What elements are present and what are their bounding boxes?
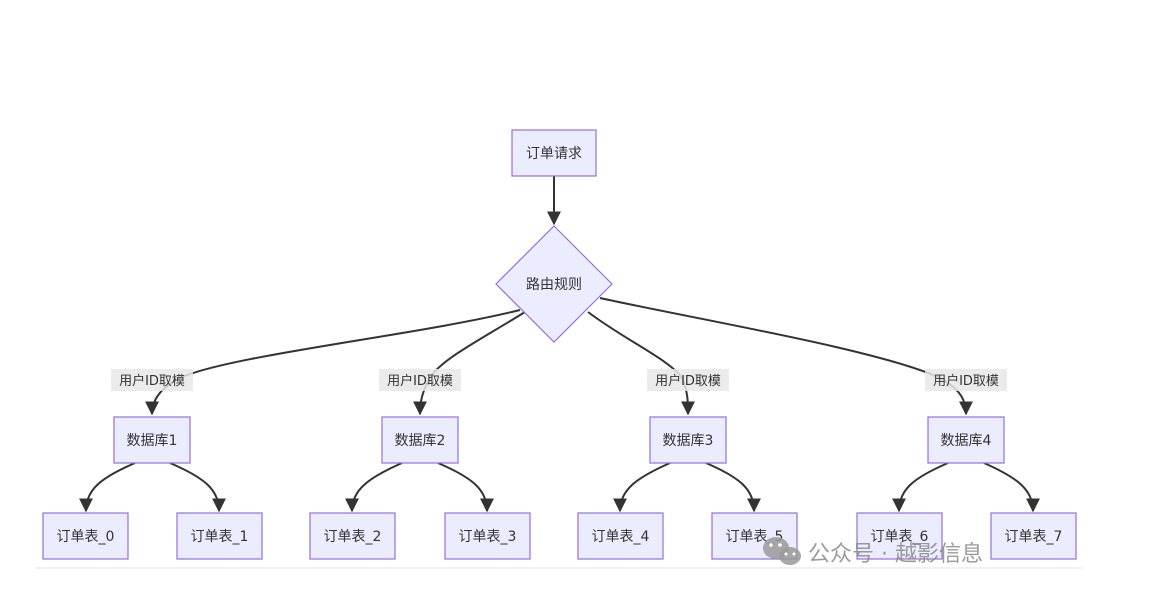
edge-label-db2-text: 用户ID取模 bbox=[387, 373, 453, 389]
node-table-2: 订单表_2 bbox=[309, 512, 396, 560]
edge-label-db4-text: 用户ID取模 bbox=[933, 373, 999, 389]
node-table-5: 订单表_5 bbox=[711, 512, 798, 560]
node-table-0-label: 订单表_0 bbox=[57, 529, 115, 545]
edge-db4-to-t6 bbox=[892, 462, 949, 513]
edge-label-db3: 用户ID取模 bbox=[647, 369, 729, 391]
node-table-6: 订单表_6 bbox=[856, 512, 943, 560]
edge-db4-to-t7 bbox=[983, 462, 1040, 513]
watermark: 公众号 · 越影信息 bbox=[763, 537, 983, 567]
node-table-3: 订单表_3 bbox=[444, 512, 531, 560]
node-table-4-label: 订单表_4 bbox=[592, 529, 650, 545]
node-db4: 数据库4 bbox=[927, 416, 1005, 464]
node-table-4: 订单表_4 bbox=[577, 512, 664, 560]
node-routing-rule: 路由规则 bbox=[495, 225, 613, 343]
node-db3-label: 数据库3 bbox=[663, 433, 714, 449]
node-db1: 数据库1 bbox=[113, 416, 191, 464]
node-table-6-label: 订单表_6 bbox=[871, 529, 929, 545]
nodes: 订单请求 路由规则 数据库1 数据库2 数据库3 数据库4 订单表_0 bbox=[42, 129, 1077, 560]
edge-routing-to-db1 bbox=[145, 309, 521, 416]
edge-routing-to-db3 bbox=[587, 311, 695, 416]
edge-label-db2: 用户ID取模 bbox=[379, 369, 461, 391]
edge-db2-to-t2 bbox=[345, 462, 403, 513]
edge-label-db3-text: 用户ID取模 bbox=[655, 373, 721, 389]
node-table-1: 订单表_1 bbox=[176, 512, 263, 560]
node-db2: 数据库2 bbox=[381, 416, 459, 464]
edge-db3-to-t5 bbox=[705, 462, 761, 513]
edge-db2-to-t3 bbox=[437, 462, 494, 513]
node-db2-label: 数据库2 bbox=[395, 433, 446, 449]
edge-db3-to-t4 bbox=[613, 462, 671, 513]
node-table-7: 订单表_7 bbox=[990, 512, 1077, 560]
edge-db1-to-t0 bbox=[79, 462, 136, 513]
edge-label-db1-text: 用户ID取模 bbox=[119, 373, 185, 389]
watermark-text: 公众号 · 越影信息 bbox=[808, 542, 983, 567]
node-db1-label: 数据库1 bbox=[127, 433, 178, 449]
node-table-0: 订单表_0 bbox=[42, 512, 129, 560]
node-order-request-label: 订单请求 bbox=[526, 146, 582, 162]
edge-labels: 用户ID取模 用户ID取模 用户ID取模 用户ID取模 bbox=[111, 369, 1007, 391]
edge-routing-to-db4 bbox=[599, 297, 973, 416]
node-table-1-label: 订单表_1 bbox=[191, 529, 249, 545]
node-table-3-label: 订单表_3 bbox=[459, 529, 517, 545]
node-db3: 数据库3 bbox=[649, 416, 727, 464]
node-order-request: 订单请求 bbox=[511, 129, 597, 177]
node-table-2-label: 订单表_2 bbox=[324, 529, 382, 545]
edges bbox=[79, 176, 1040, 513]
edge-label-db4: 用户ID取模 bbox=[925, 369, 1007, 391]
edge-db1-to-t1 bbox=[169, 462, 226, 513]
node-table-7-label: 订单表_7 bbox=[1005, 529, 1063, 545]
wechat-icon bbox=[763, 537, 801, 565]
node-routing-rule-label: 路由规则 bbox=[526, 277, 582, 293]
node-db4-label: 数据库4 bbox=[941, 433, 992, 449]
edge-label-db1: 用户ID取模 bbox=[111, 369, 193, 391]
